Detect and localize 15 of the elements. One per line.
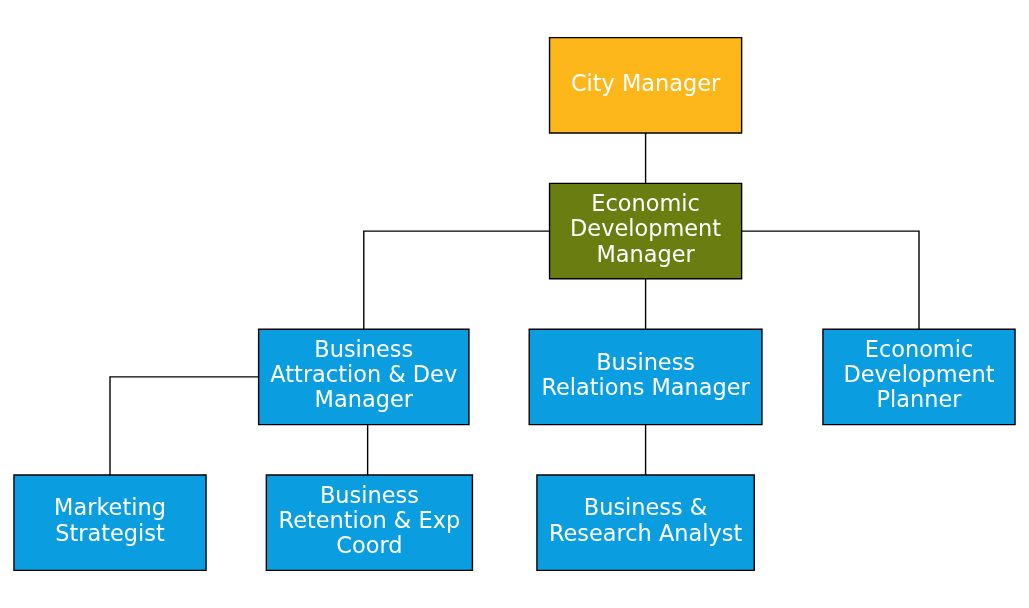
node-box: Business Attraction & Dev Manager bbox=[257, 328, 470, 426]
node-box: Business Retention & Exp Coord bbox=[265, 474, 474, 572]
node-box: Economic Development Manager bbox=[548, 182, 743, 280]
connector bbox=[741, 230, 920, 330]
connector bbox=[109, 376, 260, 476]
node-box: Marketing Strategist bbox=[13, 474, 207, 572]
connector bbox=[366, 423, 369, 476]
connector bbox=[644, 423, 647, 476]
connector bbox=[363, 230, 551, 330]
connector bbox=[644, 132, 647, 184]
node-box: Business Relations Manager bbox=[528, 328, 763, 426]
node-box: Business & Research Analyst bbox=[536, 474, 755, 572]
node-box: Economic Development Planner bbox=[822, 328, 1016, 426]
connector bbox=[644, 278, 647, 330]
node-box: City Manager bbox=[548, 36, 743, 134]
